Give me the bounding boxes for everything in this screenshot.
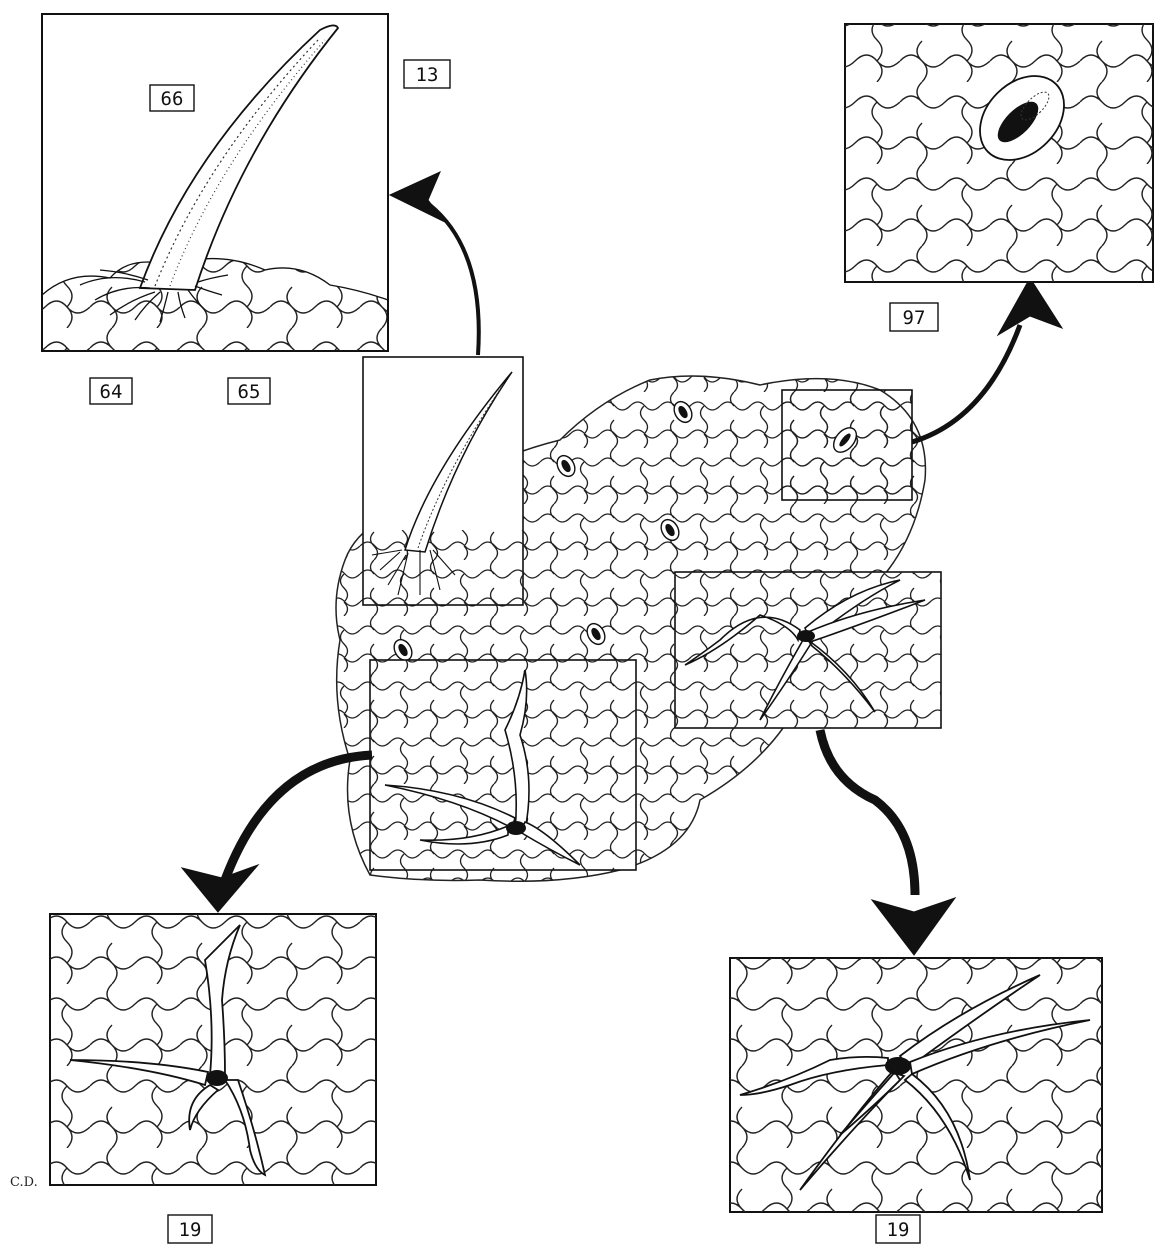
inset-stellate-right	[674, 571, 942, 729]
inset-stoma	[781, 389, 913, 501]
panel-stellate-right	[729, 957, 1103, 1213]
label-box-64: 64	[89, 377, 133, 405]
panel-trichome: 66	[41, 13, 389, 352]
stoma-marker	[586, 622, 606, 646]
central-leaf-fragment	[335, 356, 942, 882]
stellate-arms-left	[69, 924, 267, 1177]
label-box-66: 66	[149, 84, 195, 112]
trichome-base-roots	[79, 269, 229, 323]
svg-text:13: 13	[416, 64, 439, 86]
stellate-arms-right	[739, 974, 1091, 1191]
inset-trichome	[362, 356, 524, 606]
svg-text:97: 97	[903, 307, 926, 329]
artist-signature: C.D.	[10, 1175, 38, 1190]
arrow-to-stellate-left	[180, 750, 373, 913]
svg-text:65: 65	[238, 381, 261, 403]
label-box-65: 65	[227, 377, 271, 405]
label-box-19-left: 19	[167, 1214, 213, 1244]
label-box-97: 97	[889, 302, 939, 332]
svg-text:19: 19	[179, 1219, 202, 1241]
inset-stellate-left	[369, 659, 637, 871]
stoma-marker	[673, 400, 693, 424]
panel-stoma	[844, 23, 1154, 283]
svg-text:66: 66	[161, 88, 184, 110]
arrow-to-stoma-panel	[911, 277, 1064, 445]
svg-text:19: 19	[887, 1219, 910, 1241]
stoma-marker	[556, 454, 576, 478]
arrow-to-trichome-panel	[388, 171, 481, 356]
stoma-detail	[979, 75, 1065, 161]
label-box-19-right: 19	[875, 1214, 921, 1244]
svg-text:64: 64	[100, 381, 123, 403]
panel-stellate-left	[49, 913, 377, 1186]
stomata-markers	[393, 400, 693, 662]
label-box-13: 13	[403, 59, 451, 89]
stoma-marker	[660, 518, 680, 542]
connector-arrows	[180, 171, 1064, 956]
arrow-to-stellate-right	[815, 729, 957, 956]
